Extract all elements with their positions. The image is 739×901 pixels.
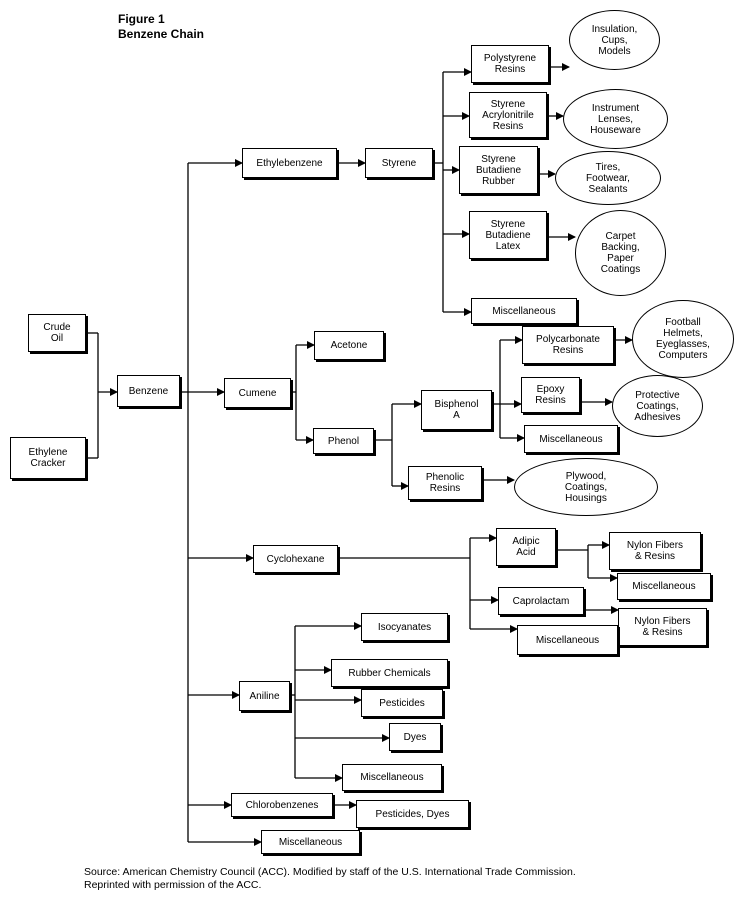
benzene-node: Benzene	[117, 375, 180, 407]
bisphenol-miscellaneous-node: Miscellaneous	[524, 425, 618, 453]
insulation-cups-models-node: Insulation, Cups, Models	[569, 10, 660, 70]
pesticides-dyes-node: Pesticides, Dyes	[356, 800, 469, 828]
plywood-coatings-housings-node: Plywood, Coatings, Housings	[514, 458, 658, 516]
styrene-butadiene-rubber-node: Styrene Butadiene Rubber	[459, 146, 538, 194]
cyclohexane-node: Cyclohexane	[253, 545, 338, 573]
football-helmets-eyeglasses-computers-node: Football Helmets, Eyeglasses, Computers	[632, 300, 734, 378]
protective-coatings-adhesives-node: Protective Coatings, Adhesives	[612, 375, 703, 437]
pesticides-node: Pesticides	[361, 689, 443, 717]
instrument-lenses-houseware-node: Instrument Lenses, Houseware	[563, 89, 668, 149]
phenolic-resins-node: Phenolic Resins	[408, 466, 482, 500]
phenol-node: Phenol	[313, 428, 374, 454]
chlorobenzenes-node: Chlorobenzenes	[231, 793, 333, 817]
styrene-miscellaneous-node: Miscellaneous	[471, 298, 577, 324]
styrene-acrylonitrile-resins-node: Styrene Acrylonitrile Resins	[469, 92, 547, 138]
bisphenol-a-node: Bisphenol A	[421, 390, 492, 430]
aniline-node: Aniline	[239, 681, 290, 711]
ethylbenzene-node: Ethylebenzene	[242, 148, 337, 178]
benzene-miscellaneous-node: Miscellaneous	[261, 830, 360, 854]
cyclohexane-miscellaneous-node: Miscellaneous	[517, 625, 618, 655]
epoxy-resins-node: Epoxy Resins	[521, 377, 580, 413]
polycarbonate-resins-node: Polycarbonate Resins	[522, 326, 614, 364]
nylon-fibers-resins-1-node: Nylon Fibers & Resins	[609, 532, 701, 570]
crude-oil-node: Crude Oil	[28, 314, 86, 352]
styrene-node: Styrene	[365, 148, 433, 178]
carpet-backing-paper-coatings-node: Carpet Backing, Paper Coatings	[575, 210, 666, 296]
tires-footwear-sealants-node: Tires, Footwear, Sealants	[555, 151, 661, 205]
acetone-node: Acetone	[314, 331, 384, 360]
adipic-acid-node: Adipic Acid	[496, 528, 556, 566]
polystyrene-resins-node: Polystyrene Resins	[471, 45, 549, 83]
styrene-butadiene-latex-node: Styrene Butadiene Latex	[469, 211, 547, 259]
isocyanates-node: Isocyanates	[361, 613, 448, 641]
source-note: Source: American Chemistry Council (ACC)…	[84, 866, 576, 891]
nylon-fibers-resins-2-node: Nylon Fibers & Resins	[618, 608, 707, 646]
aniline-miscellaneous-node: Miscellaneous	[342, 764, 442, 791]
ethylene-cracker-node: Ethylene Cracker	[10, 437, 86, 479]
figure-title: Figure 1 Benzene Chain	[118, 12, 205, 41]
cumene-node: Cumene	[224, 378, 291, 408]
rubber-chemicals-node: Rubber Chemicals	[331, 659, 448, 687]
adipic-miscellaneous-node: Miscellaneous	[617, 573, 711, 600]
caprolactam-node: Caprolactam	[498, 587, 584, 615]
dyes-node: Dyes	[389, 723, 441, 751]
